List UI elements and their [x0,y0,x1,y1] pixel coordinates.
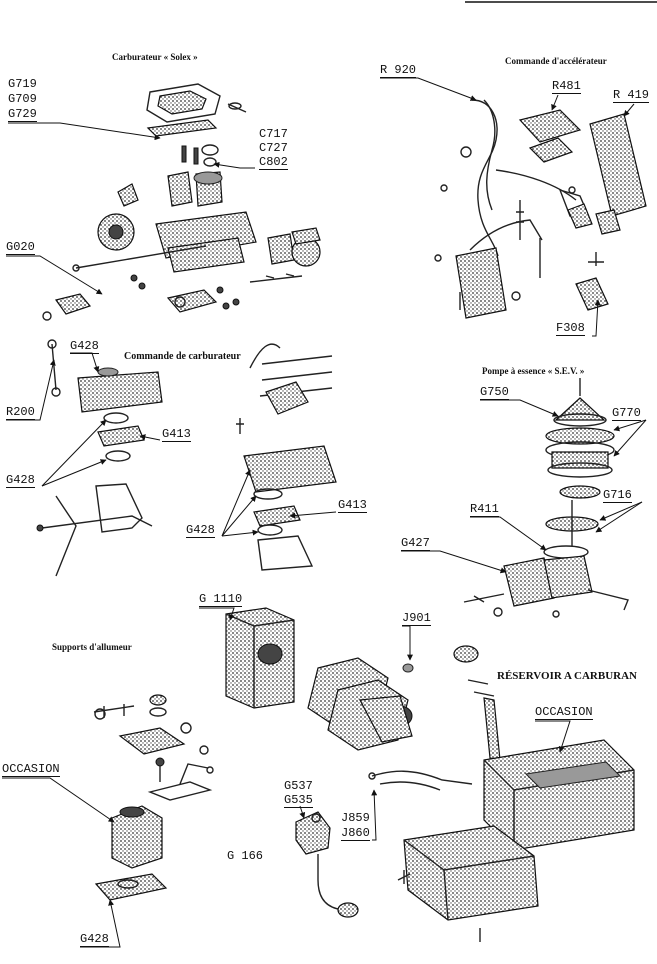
code-g166: G 166 [227,849,264,863]
intake-manifold-exploded [307,657,414,751]
fuel-filter-parts [295,811,359,918]
code-g020: G020 [6,240,35,255]
code-g709: G709 [8,92,37,106]
code-c717: C717 [259,127,288,141]
code-occasion-tank: OCCASION [535,705,593,720]
title-carburetor-control: Commande de carburateur [124,351,241,362]
code-occasion-distributor: OCCASION [2,762,60,777]
carburetor-control-left [36,339,163,577]
code-g1110: G 1110 [199,592,243,607]
title-fuel-pump: Pompe à essence « S.E.V. » [482,366,585,376]
code-g719: G719 [8,77,37,91]
title-solex: Carburateur « Solex » [112,52,198,62]
code-g413-b: G413 [338,498,367,513]
code-g716: G716 [603,488,632,503]
code-c727: C727 [259,141,288,155]
code-j859: J859 [341,811,370,825]
title-accelerator: Commande d'accélérateur [505,56,607,66]
fuel-tank-exploded [368,645,635,942]
code-g428-c: G428 [186,523,215,538]
code-g535: G535 [284,793,313,808]
solex-carburetor-exploded [42,83,321,321]
fuel-pump-exploded [463,378,629,618]
code-g770: G770 [612,406,641,421]
code-r419: R 419 [613,88,650,103]
fuel-can [225,607,295,709]
code-g537: G537 [284,779,313,793]
code-j901: J901 [402,611,431,626]
code-f308: F308 [556,321,585,336]
accelerator-control-exploded [434,99,647,319]
code-g729: G729 [8,107,37,122]
code-c802: C802 [259,155,288,170]
code-g413-a: G413 [162,427,191,442]
distributor-supports-exploded [93,694,214,901]
carburetor-control-right [236,343,337,571]
title-distributor-supports: Supports d'allumeur [52,642,132,652]
code-g428-b: G428 [6,473,35,488]
title-fuel-tank: RÉSERVOIR A CARBURAN [497,670,637,682]
code-j860: J860 [341,826,370,841]
code-r481: R481 [552,79,581,94]
